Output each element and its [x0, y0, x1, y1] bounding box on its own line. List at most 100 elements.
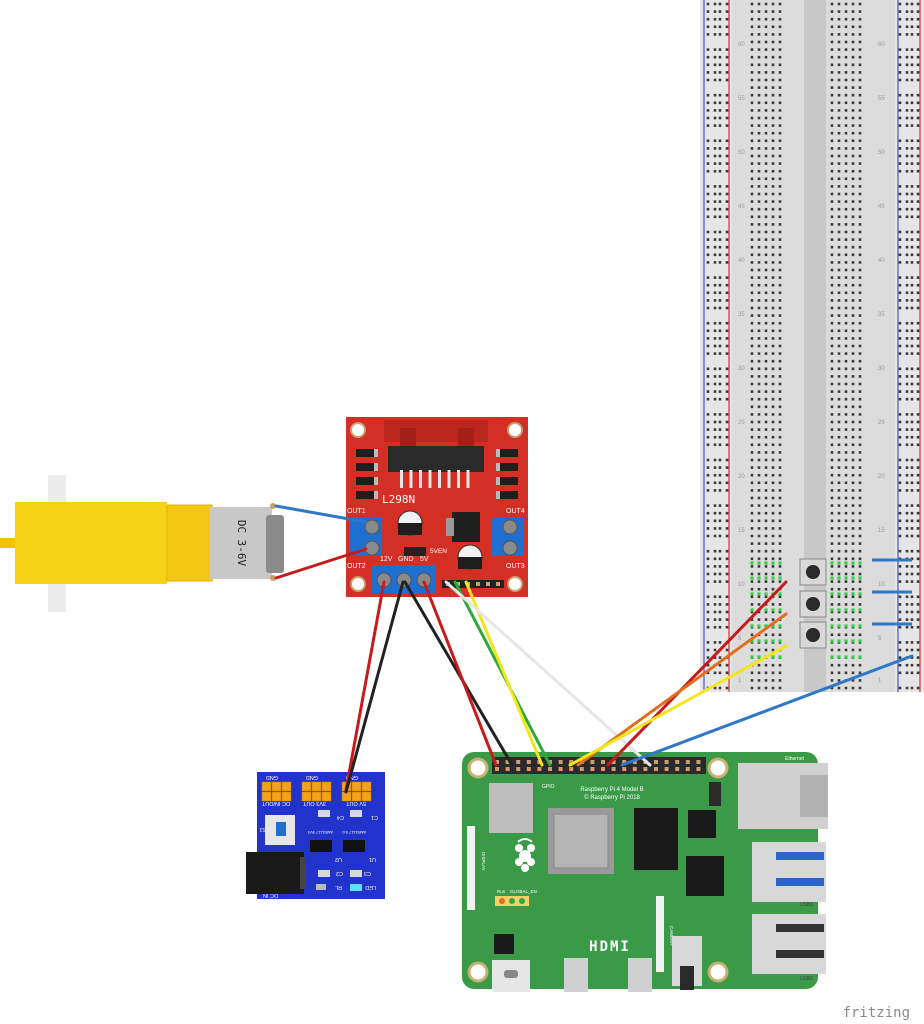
- breadboard-hole[interactable]: [858, 147, 862, 150]
- breadboard-hole[interactable]: [898, 481, 902, 485]
- breadboard-hole[interactable]: [778, 147, 782, 150]
- breadboard-hole[interactable]: [837, 557, 841, 561]
- breadboard-hole[interactable]: [844, 283, 848, 287]
- breadboard-hole[interactable]: [837, 223, 841, 226]
- breadboard-hole[interactable]: [713, 481, 717, 485]
- breadboard-hole[interactable]: [851, 55, 855, 59]
- breadboard-hole[interactable]: [778, 679, 782, 682]
- breadboard-hole[interactable]: [764, 337, 768, 340]
- breadboard-hole[interactable]: [778, 177, 782, 181]
- breadboard-hole[interactable]: [837, 283, 841, 287]
- breadboard-hole[interactable]: [844, 542, 848, 545]
- breadboard-hole-active[interactable]: [830, 592, 834, 596]
- breadboard-hole[interactable]: [725, 253, 729, 257]
- breadboard-hole[interactable]: [764, 648, 768, 652]
- breadboard-hole[interactable]: [764, 382, 768, 386]
- breadboard-hole[interactable]: [757, 200, 761, 203]
- breadboard-hole[interactable]: [916, 329, 920, 333]
- breadboard-hole[interactable]: [858, 648, 862, 652]
- breadboard-hole[interactable]: [898, 321, 902, 325]
- breadboard-hole[interactable]: [851, 116, 855, 120]
- breadboard-hole[interactable]: [837, 306, 841, 310]
- breadboard-hole[interactable]: [757, 511, 761, 515]
- breadboard-hole[interactable]: [750, 435, 754, 439]
- breadboard-hole[interactable]: [910, 420, 914, 424]
- breadboard-hole[interactable]: [858, 124, 862, 127]
- breadboard-hole[interactable]: [830, 268, 834, 272]
- breadboard-hole[interactable]: [778, 443, 782, 447]
- breadboard-hole[interactable]: [898, 648, 902, 652]
- breadboard-hole[interactable]: [851, 306, 855, 310]
- breadboard-hole[interactable]: [718, 162, 722, 165]
- breadboard-hole[interactable]: [916, 375, 920, 378]
- breadboard-hole[interactable]: [750, 671, 754, 675]
- breadboard-hole[interactable]: [757, 663, 761, 667]
- breadboard-hole[interactable]: [750, 686, 754, 690]
- breadboard-hole[interactable]: [750, 63, 754, 67]
- breadboard-hole[interactable]: [725, 2, 729, 6]
- breadboard-hole[interactable]: [771, 549, 775, 553]
- breadboard-hole[interactable]: [750, 451, 754, 454]
- breadboard-hole[interactable]: [771, 321, 775, 325]
- breadboard-hole[interactable]: [905, 230, 909, 234]
- breadboard-hole[interactable]: [764, 519, 768, 523]
- breadboard-hole[interactable]: [916, 10, 920, 13]
- breadboard-hole[interactable]: [858, 519, 862, 523]
- breadboard-hole[interactable]: [771, 131, 775, 135]
- breadboard-hole[interactable]: [718, 443, 722, 447]
- switch-knob[interactable]: [276, 822, 286, 836]
- breadboard-hole[interactable]: [898, 352, 902, 355]
- breadboard-hole[interactable]: [771, 139, 775, 143]
- breadboard-hole[interactable]: [844, 276, 848, 279]
- breadboard-hole[interactable]: [757, 610, 761, 614]
- breadboard-hole[interactable]: [905, 101, 909, 105]
- breadboard-hole-active[interactable]: [750, 576, 754, 580]
- breadboard-hole[interactable]: [764, 466, 768, 469]
- breadboard-hole[interactable]: [713, 299, 717, 302]
- breadboard-hole[interactable]: [910, 306, 914, 310]
- breadboard-hole[interactable]: [837, 329, 841, 333]
- breadboard-hole[interactable]: [916, 291, 920, 295]
- breadboard-hole[interactable]: [706, 595, 710, 599]
- breadboard-hole[interactable]: [771, 542, 775, 545]
- breadboard-hole[interactable]: [844, 405, 848, 409]
- pin-header[interactable]: [281, 781, 292, 792]
- breadboard-hole[interactable]: [764, 413, 768, 416]
- breadboard-hole-active[interactable]: [858, 592, 862, 596]
- breadboard-hole[interactable]: [778, 78, 782, 82]
- breadboard-hole[interactable]: [830, 435, 834, 439]
- breadboard-hole[interactable]: [764, 169, 768, 173]
- breadboard-hole[interactable]: [851, 124, 855, 127]
- breadboard-hole[interactable]: [750, 116, 754, 120]
- breadboard-hole[interactable]: [905, 565, 909, 568]
- breadboard-hole[interactable]: [830, 131, 834, 135]
- breadboard-hole[interactable]: [910, 382, 914, 386]
- breadboard-hole[interactable]: [725, 352, 729, 355]
- breadboard-hole[interactable]: [898, 78, 902, 82]
- breadboard-hole[interactable]: [764, 48, 768, 51]
- breadboard-hole[interactable]: [851, 245, 855, 249]
- breadboard-hole[interactable]: [713, 71, 717, 74]
- breadboard-hole[interactable]: [718, 481, 722, 485]
- breadboard-hole-active[interactable]: [851, 655, 855, 659]
- breadboard-hole[interactable]: [757, 375, 761, 378]
- breadboard-hole[interactable]: [706, 230, 710, 234]
- breadboard-hole[interactable]: [778, 25, 782, 29]
- breadboard-hole[interactable]: [713, 656, 717, 659]
- breadboard-hole[interactable]: [851, 223, 855, 226]
- breadboard-hole[interactable]: [910, 101, 914, 105]
- breadboard-hole[interactable]: [916, 458, 920, 462]
- breadboard-hole[interactable]: [905, 147, 909, 150]
- breadboard-hole[interactable]: [898, 663, 902, 667]
- breadboard-hole[interactable]: [713, 625, 717, 629]
- breadboard-hole[interactable]: [757, 101, 761, 105]
- breadboard-hole[interactable]: [706, 511, 710, 515]
- breadboard-hole[interactable]: [837, 504, 841, 507]
- breadboard-hole[interactable]: [851, 367, 855, 371]
- breadboard-hole[interactable]: [898, 25, 902, 29]
- breadboard-hole[interactable]: [858, 101, 862, 105]
- breadboard-hole[interactable]: [905, 238, 909, 241]
- breadboard-hole[interactable]: [844, 2, 848, 6]
- breadboard-hole[interactable]: [706, 291, 710, 295]
- breadboard-hole[interactable]: [898, 580, 902, 583]
